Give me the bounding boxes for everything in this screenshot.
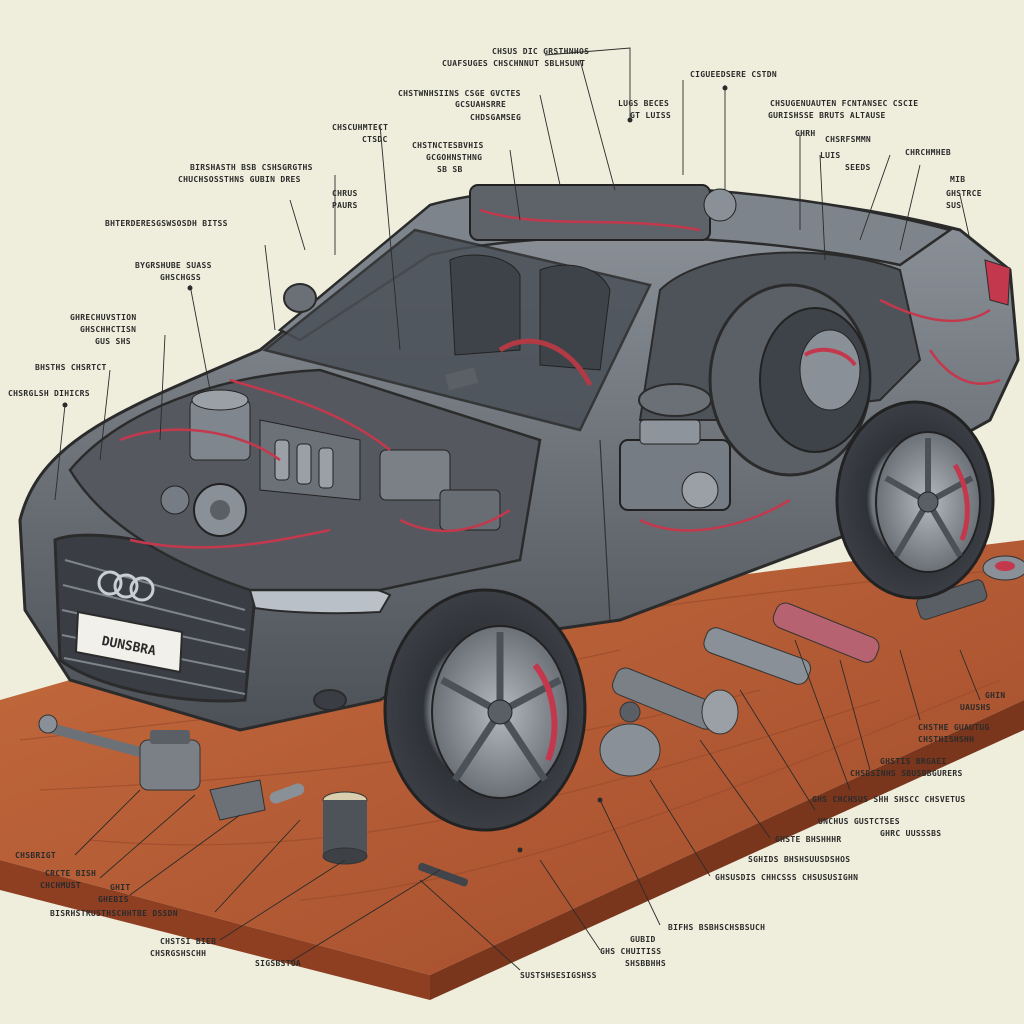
callouts-bottom-right: GHIN UAUSHS CHSTHE GUAUTUG CHSTHISHSHH G… [520, 691, 1005, 980]
callout-label: GHSCHHCTISN [80, 325, 136, 334]
engine-bay [68, 368, 542, 592]
callout-label: SUS [946, 201, 961, 210]
callout-label: MIB [950, 175, 965, 184]
axle-part [612, 667, 739, 735]
callout-label: GHSTE BHSHHHR [775, 835, 842, 844]
callout-label: SB SB [437, 165, 463, 174]
callout-label: GUS SHS [95, 337, 131, 346]
callout-label: BHSTHS CHSRTCT [35, 363, 107, 372]
pump-part [599, 701, 661, 777]
callout-label: CHCHMUST [40, 881, 81, 890]
rear-mechanicals [469, 184, 1001, 532]
cabin-seats [445, 254, 611, 391]
callout-label: CHSCUHMTECT [332, 123, 388, 132]
callout-label: GHSCHGSS [160, 273, 201, 282]
red-hose-part [772, 602, 880, 663]
shock-mount-part [139, 730, 201, 791]
callout-label: CHSRGSHSCHH [150, 949, 206, 958]
callout-label: CIGUEEDSERE CSTDN [690, 70, 777, 79]
callout-label: GHSTIS BRGAEI [880, 757, 947, 766]
callout-label: GHSTRCE [946, 189, 982, 198]
callout-label: GHRC UUSSSBS [880, 829, 941, 838]
leader-lines [54, 47, 981, 971]
callout-label: GHSUSDIS CHHCSSS CHSUSUSIGHN [715, 873, 858, 882]
callout-label: GCSUAHSRRE [455, 100, 506, 109]
callout-label: CUAFSUGES CHSCHNNUT SBLHSUNT [442, 59, 585, 68]
callout-label: CHSTHISHSHH [918, 735, 974, 744]
wiring-harness-rear [479, 208, 1001, 532]
callout-label: SEEDS [845, 163, 871, 172]
front-wheel [383, 588, 587, 832]
callout-label: CHRCHMHEB [905, 148, 951, 157]
callout-label: CHSTSI BIEB [160, 937, 216, 946]
callout-label: GHRH [795, 129, 815, 138]
callout-label: LUGS BECES [618, 99, 669, 108]
filter-canister-part [322, 791, 368, 865]
callout-label: CHSUGENUAUTEN FCNTANSEC CSCIE [770, 99, 918, 108]
leader-pins [62, 85, 728, 853]
callout-label: CHSUS DIC GRSTHNHOS [492, 47, 589, 56]
bracket-part [209, 779, 305, 821]
callout-label: BISRHSTRUSTHSCHHTBE DSSDN [50, 909, 178, 918]
callout-label: LUIS [820, 151, 840, 160]
callout-label: SIGSBSTOA [255, 959, 301, 968]
driveshaft-part [38, 714, 146, 758]
callouts-bottom-left: CHSBRIGT CRCTE BISH CHCHMUST GHIT GHEBIS… [15, 851, 301, 968]
wiring-harness-front [119, 378, 511, 549]
brand-logo [97, 570, 155, 602]
callout-label: CHSRFSMMN [825, 135, 871, 144]
callout-label: GURISHSSE BRUTS ALTAUSE [768, 111, 886, 120]
rear-wheel [835, 400, 995, 600]
callout-label: CTSDC [362, 135, 388, 144]
callout-label: BIFHS BSBHSCHSBSUCH [668, 923, 765, 932]
callout-label: UNCHUS GUSTCTSES [818, 817, 900, 826]
callouts-top: CHSUS DIC GRSTHNHOS CUAFSUGES CHSCHNNUT … [332, 47, 982, 210]
callout-label: CHDSGAMSEG [470, 113, 521, 122]
loose-parts [38, 555, 1024, 887]
callout-label: GCGOHNSTHNG [426, 153, 482, 162]
injector-part [703, 627, 812, 685]
license-plate: DUNSBRA [74, 610, 184, 674]
callout-label: CHSTHE GUAUTUG [918, 723, 990, 732]
callout-label: CHSTNCTESBVHIS [412, 141, 484, 150]
callouts-left: BIRSHASTH BSB CSHSGRGTHS CHUCHSOSSTHNS G… [8, 163, 358, 398]
callout-label: GHS CHCHSUS SHH SHSCC CHSVETUS [812, 795, 966, 804]
callout-label: CHSBRIGT [15, 851, 56, 860]
callout-label: GT LUISS [630, 111, 671, 120]
callout-label: GHEBIS [98, 895, 129, 904]
callout-label: UAUSHS [960, 703, 991, 712]
callout-label: SHSBBHHS [625, 959, 666, 968]
callout-label: CHSBSINHS SBUSBBGURERS [850, 769, 963, 778]
callout-label: GHIT [110, 883, 130, 892]
callout-label: CHSTWNHSIINS CSGE GVCTES [398, 89, 521, 98]
callout-label: GHRECHUVSTION [70, 313, 137, 322]
callout-label: SUSTSHSESIGSHSS [520, 971, 597, 980]
callout-label: BIRSHASTH BSB CSHSGRGTHS [190, 163, 313, 172]
callout-label: CHUCHSOSSTHNS GUBIN DRES [178, 175, 301, 184]
callout-label: CRCTE BISH [45, 869, 96, 878]
callout-label: GUBID [630, 935, 656, 944]
callout-label: BYGRSHUBE SUASS [135, 261, 212, 270]
callout-label: CHRUS [332, 189, 358, 198]
callout-label: GHS CHUITISS [600, 947, 661, 956]
wrench-part [418, 862, 469, 887]
callout-label: CHSRGLSH DIHICRS [8, 389, 90, 398]
callout-label: PAURS [332, 201, 358, 210]
disc-part [982, 555, 1024, 581]
callout-label: GHIN [985, 691, 1005, 700]
callout-label: BHTERDERESGSWSOSDH BITSS [105, 219, 228, 228]
callout-label: SGHIDS BHSHSUUSDSHOS [748, 855, 850, 864]
